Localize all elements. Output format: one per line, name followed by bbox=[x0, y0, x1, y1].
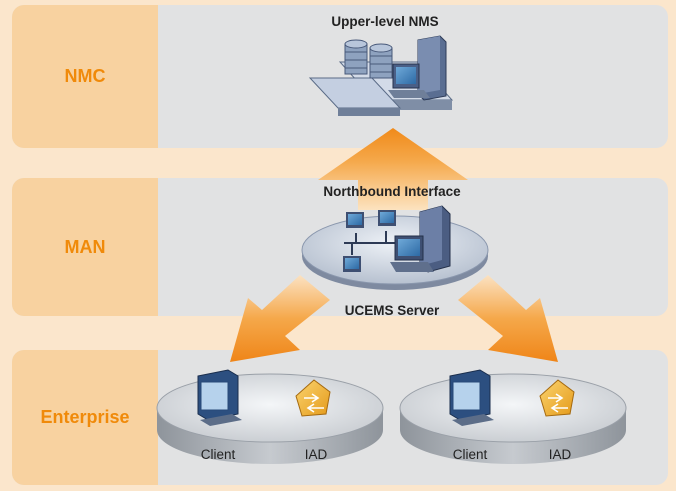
ucems-server-label: UCEMS Server bbox=[345, 303, 440, 318]
iad-router-icon bbox=[295, 379, 331, 417]
nmc-layer: NMC bbox=[12, 5, 668, 148]
iad-label-left: IAD bbox=[305, 447, 328, 462]
enterprise-layer-label: Enterprise bbox=[40, 407, 130, 427]
nms-workstation-icon bbox=[308, 35, 454, 116]
client-monitor-icon-right bbox=[449, 369, 494, 426]
enterprise-disc-right bbox=[399, 373, 627, 464]
enterprise-layer-label-cell: Enterprise bbox=[12, 350, 158, 485]
man-layer-label: MAN bbox=[64, 236, 106, 257]
client-label-right: Client bbox=[453, 447, 488, 462]
enterprise-disc-left bbox=[156, 373, 384, 464]
upper-nms-label: Upper-level NMS bbox=[331, 14, 438, 29]
man-layer-label-cell: MAN bbox=[12, 178, 158, 316]
northbound-interface-label: Northbound Interface bbox=[323, 184, 461, 199]
nmc-layer-label-cell: NMC bbox=[12, 5, 158, 148]
right-down-arrow bbox=[458, 275, 558, 362]
server-network-icon bbox=[301, 205, 489, 290]
left-down-arrow bbox=[230, 275, 330, 362]
iad-router-icon-right bbox=[539, 379, 575, 417]
northbound-arrow bbox=[318, 128, 468, 210]
client-label-left: Client bbox=[201, 447, 236, 462]
client-monitor-icon bbox=[197, 369, 242, 426]
nmc-layer-label: NMC bbox=[64, 66, 106, 86]
iad-label-right: IAD bbox=[549, 447, 572, 462]
